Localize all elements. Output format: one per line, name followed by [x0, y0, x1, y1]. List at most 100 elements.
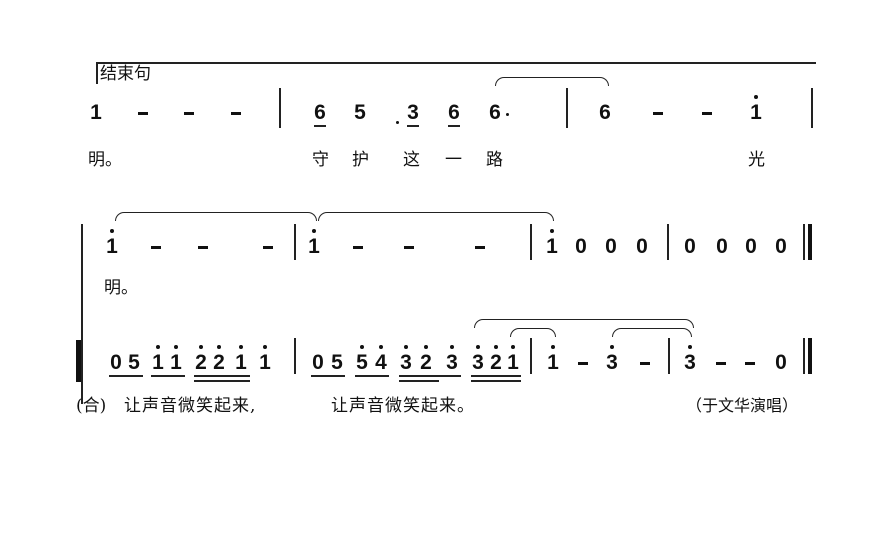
underline: [355, 375, 389, 377]
lyric: 一: [445, 150, 462, 170]
note: 1: [168, 345, 184, 374]
dash: [578, 362, 588, 365]
note: 3: [407, 101, 419, 124]
dash: [404, 246, 414, 249]
tie: [495, 77, 609, 86]
note: 6: [489, 101, 501, 124]
note: 3: [470, 345, 486, 374]
note: 0: [684, 235, 696, 258]
note: 6: [314, 101, 326, 124]
note: 1: [545, 345, 561, 374]
note: 1: [306, 229, 322, 258]
note: 0: [605, 235, 617, 258]
note: 5: [354, 345, 370, 374]
barline: [668, 338, 670, 374]
lyric: 明。: [88, 150, 122, 170]
brace-bracket: [76, 340, 81, 382]
top-border-line: [96, 62, 816, 64]
underline: [314, 125, 326, 127]
barline: [279, 88, 281, 128]
dash: [138, 112, 148, 115]
dash: [184, 112, 194, 115]
underline: [151, 375, 185, 377]
dot: [506, 113, 509, 116]
section-label-bracket: [96, 62, 98, 84]
underline: [194, 375, 250, 377]
system-left-line: [81, 224, 83, 404]
part-label: (合): [76, 396, 107, 416]
note: 2: [488, 345, 504, 374]
note: 0: [110, 351, 122, 374]
tie: [115, 212, 317, 221]
note: 0: [745, 235, 757, 258]
note: 5: [354, 101, 366, 124]
barline: [667, 224, 669, 260]
note: 1: [104, 229, 120, 258]
lyric-line: 让声音微笑起来。: [331, 396, 475, 416]
underline: [399, 380, 439, 382]
dash: [640, 362, 650, 365]
dash: [745, 362, 755, 365]
barline: [294, 224, 296, 260]
note: 0: [775, 235, 787, 258]
lyric: 光: [748, 150, 765, 170]
lyric: 护: [352, 150, 369, 170]
dash: [263, 246, 273, 249]
note: 1: [150, 345, 166, 374]
lyric: 明。: [104, 278, 138, 298]
note: 3: [604, 345, 620, 374]
note: 1: [90, 101, 102, 124]
double-barline-thin: [803, 338, 805, 374]
underline: [471, 375, 521, 377]
note: 0: [312, 351, 324, 374]
dash: [716, 362, 726, 365]
note: 0: [636, 235, 648, 258]
dash: [198, 246, 208, 249]
barline: [811, 88, 813, 128]
tie: [612, 328, 692, 337]
underline: [311, 375, 345, 377]
lyric: 路: [486, 150, 503, 170]
underline: [407, 125, 419, 127]
dash: [653, 112, 663, 115]
underline: [448, 125, 460, 127]
slur: [510, 328, 556, 337]
note: 1: [233, 345, 249, 374]
lyric-line: 让声音微笑起来,: [124, 396, 257, 416]
note: 5: [128, 351, 140, 374]
dash: [151, 246, 161, 249]
note: 1: [257, 345, 273, 374]
note: 0: [575, 235, 587, 258]
note: 0: [775, 351, 787, 374]
barline: [566, 88, 568, 128]
note: 3: [682, 345, 698, 374]
note: 2: [193, 345, 209, 374]
barline: [530, 224, 532, 260]
dot: [396, 121, 399, 124]
lyric: 守: [312, 150, 329, 170]
note: 0: [716, 235, 728, 258]
tie: [318, 212, 554, 221]
dash: [702, 112, 712, 115]
dash: [475, 246, 485, 249]
note: 1: [748, 95, 764, 124]
slur: [474, 319, 694, 328]
note: 4: [373, 345, 389, 374]
lyric: 这: [403, 150, 420, 170]
underline: [194, 380, 250, 382]
barline: [294, 338, 296, 374]
note: 2: [211, 345, 227, 374]
underline: [471, 380, 521, 382]
note: 5: [331, 351, 343, 374]
note: 3: [398, 345, 414, 374]
barline: [530, 338, 532, 374]
note: 1: [544, 229, 560, 258]
underline: [399, 375, 461, 377]
note: 3: [444, 345, 460, 374]
underline: [109, 375, 143, 377]
double-barline-thin: [803, 224, 805, 260]
double-barline-thick: [808, 338, 812, 374]
note: 1: [505, 345, 521, 374]
note: 6: [599, 101, 611, 124]
section-label: 结束句: [100, 64, 151, 84]
